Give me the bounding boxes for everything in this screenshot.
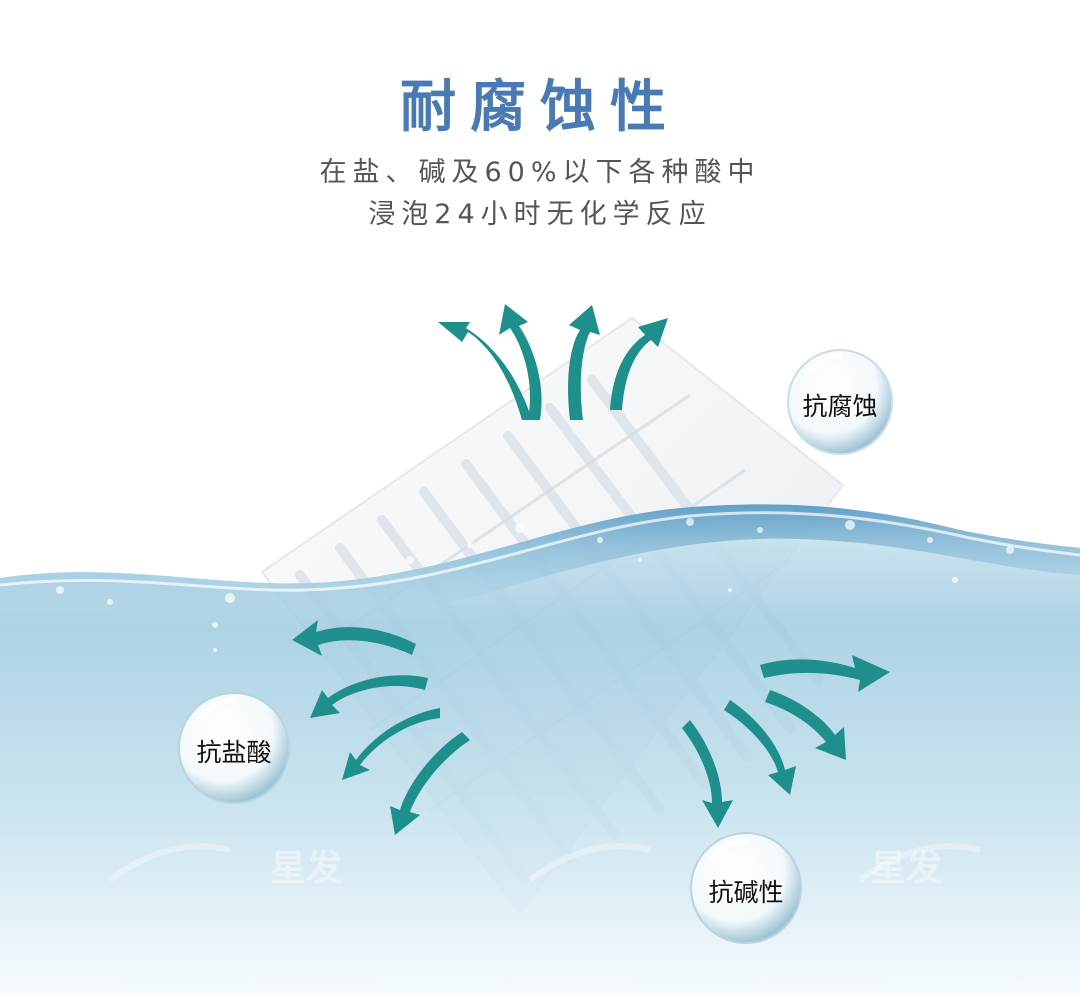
subtitle-line-1: 在盐、碱及60%以下各种酸中 <box>319 157 761 188</box>
label-anti-acid: 抗盐酸 <box>196 738 272 767</box>
bubble-icon <box>690 832 802 944</box>
page-title: 耐腐蚀性 <box>400 75 680 140</box>
arrow-icon <box>760 655 890 692</box>
watermark: 星发 <box>870 847 942 888</box>
watermark: 星发 <box>270 847 342 888</box>
arrow-icon <box>765 690 846 760</box>
bubble-icon <box>787 349 893 455</box>
bubble-anti-alkali <box>690 832 802 944</box>
bubble-icon <box>178 692 290 804</box>
arrow-icon <box>438 322 532 420</box>
arrow-icon <box>724 700 796 795</box>
label-anti-corrosion: 抗腐蚀 <box>802 392 878 421</box>
subtitle-line-2: 浸泡24小时无化学反应 <box>368 199 712 230</box>
arrow-icon <box>292 620 416 656</box>
label-anti-alkali: 抗碱性 <box>708 878 784 907</box>
arrow-icon <box>610 318 668 410</box>
bubble-anti-acid <box>178 692 290 804</box>
arrow-icon <box>310 675 428 718</box>
arrow-icon <box>499 304 542 420</box>
arrow-icon <box>342 708 440 780</box>
bubble-anti-corrosion <box>787 349 893 455</box>
water <box>0 504 1080 995</box>
arrow-icon <box>568 305 600 420</box>
arrow-icon <box>390 732 470 835</box>
corrosion-arrows <box>292 304 890 835</box>
arrow-icon <box>682 720 733 828</box>
